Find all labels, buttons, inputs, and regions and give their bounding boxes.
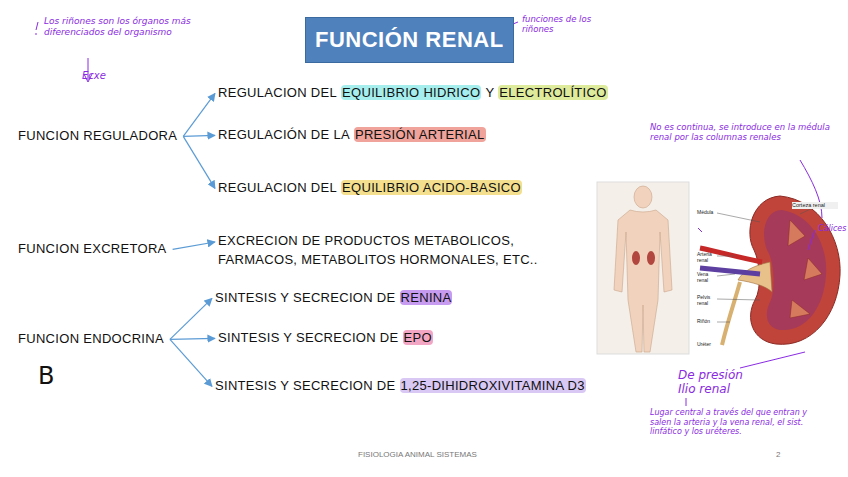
highlighted-text: PRESIÓN ARTERIAL	[354, 127, 486, 142]
highlighted-text: 1,25-DIHIDROXIVITAMINA D3	[400, 378, 586, 393]
node-text: REGULACION DEL	[218, 85, 337, 100]
figure-label: Corteza renal	[792, 202, 838, 209]
node-text: FUNCION REGULADORA	[18, 128, 177, 143]
node-text: FUNCION EXCRETORA	[18, 241, 167, 256]
arrow-connector	[170, 338, 215, 339]
handwritten-note: De presión Ilio renal	[678, 368, 762, 397]
figure-leaders	[717, 206, 817, 322]
body-figure	[614, 186, 672, 352]
arrow-connector	[183, 93, 215, 136]
footer-text: FISIOLOGIA ANIMAL SISTEMAS	[358, 450, 498, 460]
highlighted-text: EPO	[403, 330, 433, 345]
node-text: FUNCIÓN RENAL	[315, 27, 504, 52]
small-kidneys	[632, 251, 655, 265]
node-text: REGULACIÓN DE LA	[218, 127, 350, 142]
arrow-connector	[170, 298, 212, 339]
function-item: SINTESIS Y SECRECION DE 1,25-DIHIDROXIVIT…	[215, 377, 586, 396]
arrow-connector	[170, 339, 212, 386]
figure-label: Médula	[697, 209, 719, 215]
handwritten-note: funciones de los riñones	[522, 14, 604, 34]
figure-label: Riñón	[697, 318, 719, 324]
function-item: REGULACION DEL EQUILIBRIO ACIDO-BASICO	[218, 179, 522, 198]
function-item: REGULACION DEL EQUILIBRIO HIDRICO Y ELECTRO…	[218, 84, 608, 103]
title-box: FUNCIÓN RENAL	[305, 17, 514, 63]
figure-label: Uréter	[697, 341, 719, 347]
kidney-section	[700, 196, 840, 345]
figure-panel	[597, 182, 689, 354]
arrow-connector	[173, 242, 215, 249]
function-group: FUNCION REGULADORA	[18, 127, 177, 146]
node-text: SINTESIS Y SECRECION DE	[215, 290, 396, 305]
function-item: SINTESIS Y SECRECION DE EPO	[218, 329, 433, 348]
figure-label: Pelvis renal	[697, 294, 719, 306]
handwritten-note: Los riñones son los órganos más diferenc…	[44, 16, 194, 38]
node-text: SINTESIS Y SECRECION DE	[218, 330, 399, 345]
function-item: SINTESIS Y SECRECION DE RENINA	[215, 289, 452, 308]
function-item: REGULACIÓN DE LA PRESIÓN ARTERIAL	[218, 126, 486, 145]
arrow-connector	[183, 135, 215, 136]
function-group: FUNCION EXCRETORA	[18, 240, 167, 259]
highlighted-text: RENINA	[400, 290, 453, 305]
node-text: EXCRECION DE PRODUCTOS METABOLICOS, FARM…	[218, 233, 538, 267]
node-text: FUNCION ENDOCRINA	[18, 331, 164, 346]
handwritten-note: Cálices	[818, 224, 846, 234]
handwritten-letter: B	[38, 362, 68, 391]
arrow-connector	[183, 136, 215, 188]
figure-label: Arteria renal	[697, 251, 719, 263]
node-text: Y	[485, 85, 494, 100]
page-number: 2	[776, 450, 788, 460]
function-group: FUNCION ENDOCRINA	[18, 330, 164, 349]
highlighted-text: ELECTROLÍTICO	[498, 85, 607, 100]
handwritten-note: Ecxe	[82, 70, 122, 82]
highlighted-text: EQUILIBRIO ACIDO-BASICO	[341, 180, 522, 195]
node-text: SINTESIS Y SECRECION DE	[215, 378, 396, 393]
node-text: REGULACION DEL	[218, 180, 337, 195]
figure-label: Vena renal	[697, 271, 719, 283]
handwritten-note: Lugar central a través del que entran y …	[650, 408, 820, 437]
annotation-marks	[36, 22, 822, 406]
handwritten-note: No es continua, se introduce en la médul…	[650, 122, 842, 142]
function-item: EXCRECION DE PRODUCTOS METABOLICOS, FARM…	[218, 232, 590, 270]
highlighted-text: EQUILIBRIO HIDRICO	[341, 85, 481, 100]
